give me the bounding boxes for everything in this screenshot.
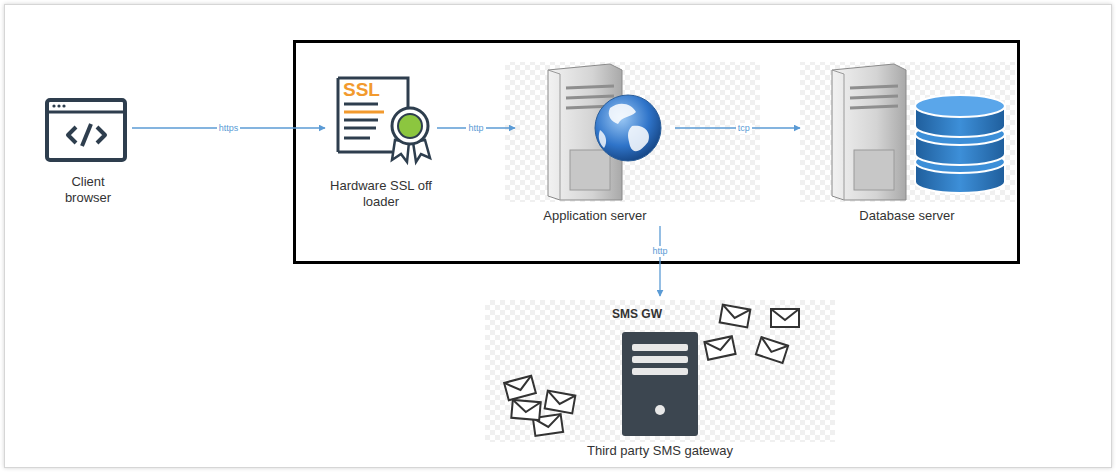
ssl-mark: SSL	[343, 79, 380, 100]
component-node: Application server	[515, 62, 675, 224]
node-label: Application server	[515, 208, 675, 224]
certificate-icon	[338, 78, 430, 162]
node-label: Database server	[800, 208, 1014, 224]
protocol-label: tcp	[736, 123, 752, 134]
node-label: Third party SMS gateway	[480, 443, 840, 459]
component-node: Database server	[800, 62, 1014, 224]
protocol-label: http	[466, 123, 485, 134]
protocol-label: https	[217, 123, 241, 134]
gateway-mark: SMS GW	[612, 307, 662, 321]
node-label: Hardware SSL off loader	[325, 178, 437, 210]
server-icon	[505, 62, 760, 202]
connector-arrow	[659, 226, 660, 296]
component-node: Hardware SSL off loader	[325, 74, 437, 210]
component-node: Client browser	[44, 96, 132, 206]
database-icon	[800, 62, 1015, 202]
browser-icon	[47, 100, 125, 160]
node-label: Client browser	[44, 174, 132, 206]
sms-gateway-icon	[485, 300, 835, 442]
protocol-label: http	[650, 246, 669, 257]
